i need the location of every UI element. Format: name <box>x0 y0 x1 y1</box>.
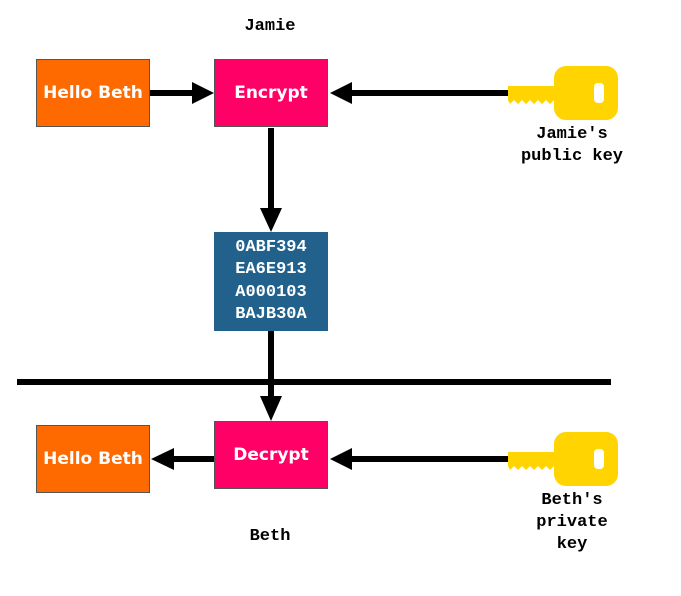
ciphertext-box: 0ABF394 EA6E913 A000103 BAJB30A <box>214 232 328 331</box>
key-icon <box>508 66 618 120</box>
public-key-label-line: Jamie's <box>536 125 608 144</box>
arrow-decrypt-to-plaintext <box>151 448 214 470</box>
arrow-private-key-to-decrypt <box>330 448 508 470</box>
ciphertext-line: BAJB30A <box>235 305 307 324</box>
plaintext-input-box: Hello Beth <box>36 59 150 127</box>
key-icon <box>508 432 618 486</box>
public-key-label: Jamie's public key <box>490 124 654 168</box>
sender-label: Jamie <box>244 17 296 36</box>
arrow-public-key-to-encrypt <box>330 82 508 104</box>
arrow-ciphertext-to-decrypt <box>260 331 282 421</box>
public-key-label-line: public key <box>520 147 624 166</box>
ciphertext-line: EA6E913 <box>235 260 307 279</box>
private-key-label-line: key <box>556 535 588 554</box>
private-key-label-line: Beth's <box>541 491 603 510</box>
private-key-label-line: private <box>536 513 608 532</box>
ciphertext-line: 0ABF394 <box>235 237 307 257</box>
arrow-encrypt-to-ciphertext <box>260 128 282 232</box>
receiver-label: Beth <box>249 527 291 546</box>
private-key-label: Beth's private key <box>490 490 654 556</box>
encrypt-box: Encrypt <box>214 59 328 127</box>
ciphertext-line: A000103 <box>235 282 307 302</box>
plaintext-output-box: Hello Beth <box>36 425 150 493</box>
arrow-plaintext-to-encrypt <box>150 82 214 104</box>
decrypt-box: Decrypt <box>214 421 328 489</box>
